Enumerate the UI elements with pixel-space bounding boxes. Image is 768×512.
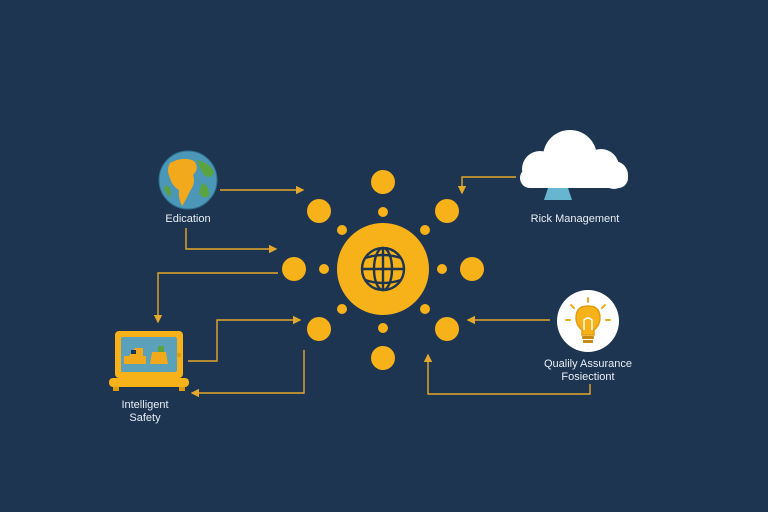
node-label-safety-line2: Safety bbox=[129, 412, 161, 424]
node-label-quality-line2: Fosiectiont bbox=[561, 371, 615, 383]
connector-education-bottom bbox=[185, 228, 278, 254]
hub-ray-dot bbox=[435, 317, 459, 341]
connector-quality-bottom bbox=[423, 353, 591, 395]
hub-ray-dot bbox=[460, 257, 484, 281]
hub-small-dot bbox=[420, 304, 430, 314]
node-label-quality-line1: Qualily Assurance bbox=[543, 358, 633, 370]
node-label-education: Edication bbox=[165, 213, 211, 225]
lightbulb-icon bbox=[557, 290, 619, 352]
hub-ray-dot bbox=[307, 317, 331, 341]
hub-ray-dot bbox=[435, 199, 459, 223]
node-label-risk-management: Rick Management bbox=[530, 213, 620, 225]
hub bbox=[282, 170, 484, 370]
connectors bbox=[153, 176, 591, 398]
node-label-quality-assurance: Qualily Assurance Fosiectiont bbox=[528, 358, 648, 384]
hub-ray-dot bbox=[282, 257, 306, 281]
connector-safety-bottom bbox=[190, 350, 305, 398]
connector-risk bbox=[457, 176, 516, 195]
connector-safety-mid bbox=[188, 315, 302, 362]
node-label-safety-line1: Intelligent bbox=[121, 399, 169, 411]
hub-small-dot bbox=[378, 323, 388, 333]
hub-small-dot bbox=[437, 264, 447, 274]
connector-safety-left bbox=[153, 272, 278, 324]
hub-ray-dot bbox=[307, 199, 331, 223]
cloud-icon bbox=[520, 130, 628, 200]
hub-small-dot bbox=[319, 264, 329, 274]
hub-ray-dot bbox=[371, 170, 395, 194]
node-label-intelligent-safety: Intelligent Safety bbox=[95, 399, 195, 425]
laptop-icon bbox=[109, 331, 189, 391]
hub-small-dot bbox=[420, 225, 430, 235]
globe-icon bbox=[158, 150, 218, 210]
hub-small-dot bbox=[378, 207, 388, 217]
hub-ray-dot bbox=[371, 346, 395, 370]
hub-small-dot bbox=[337, 304, 347, 314]
globe-grid-icon bbox=[360, 246, 406, 292]
hub-small-dot bbox=[337, 225, 347, 235]
